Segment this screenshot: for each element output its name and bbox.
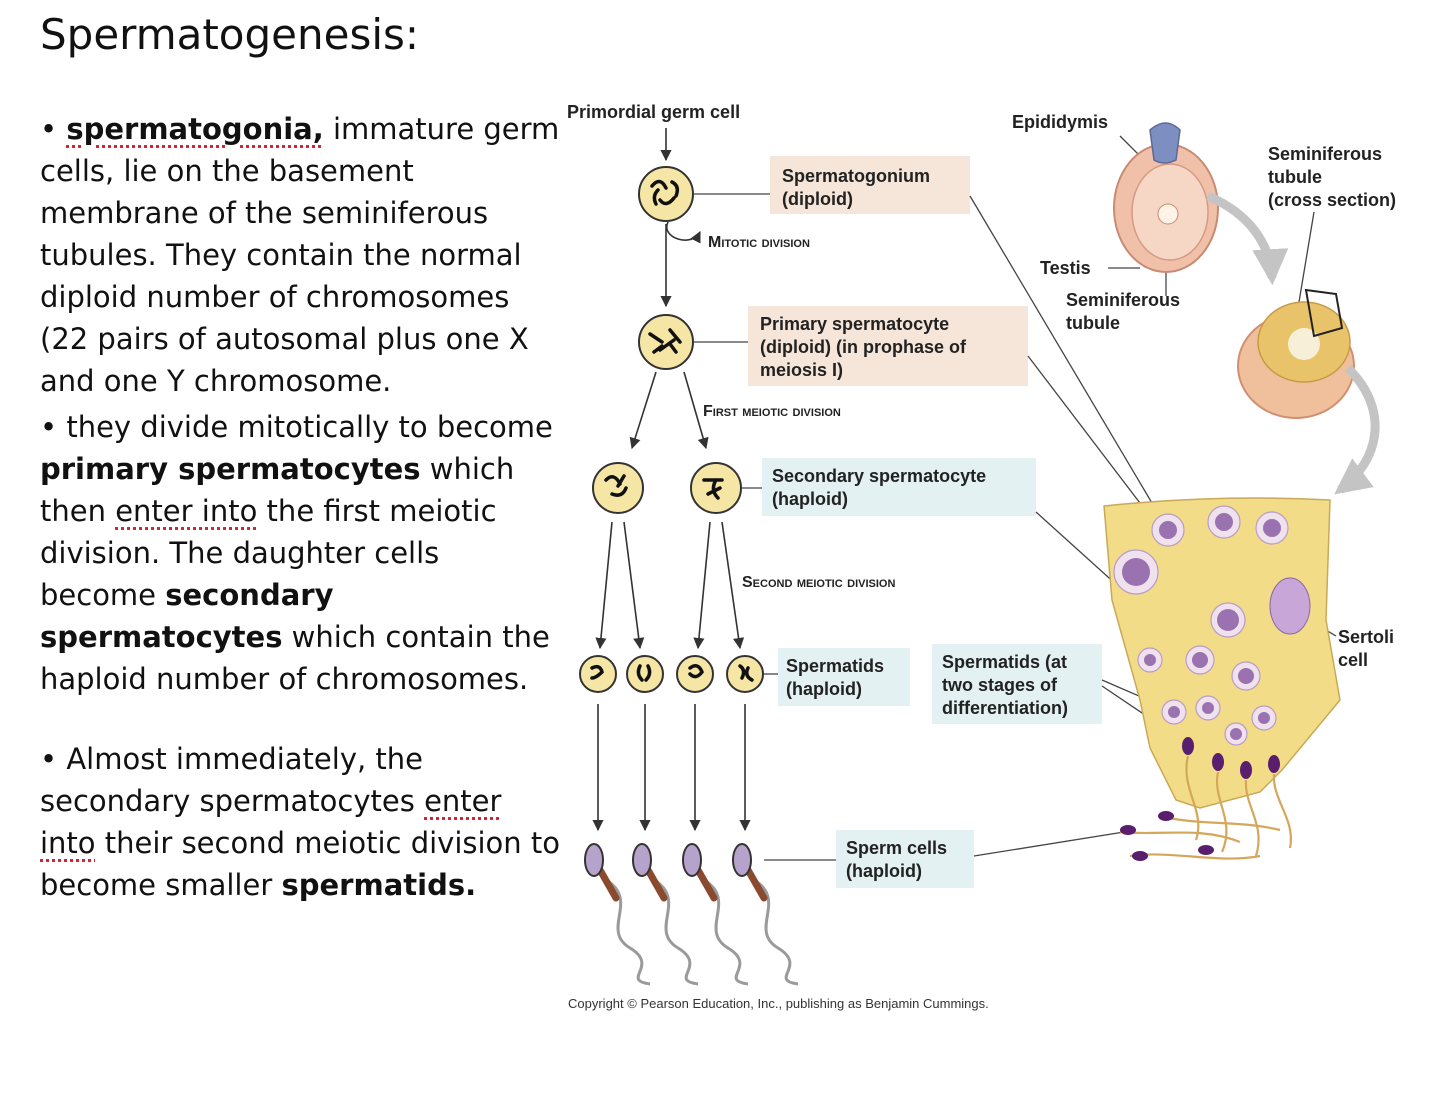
sperm-label-box [836, 830, 974, 888]
spermatids-label-2: (haploid) [786, 679, 862, 699]
spermatid-cell-2 [626, 655, 664, 693]
zoom-arrows [1206, 191, 1380, 495]
term-secondary-spermatocytes: secondary spermatocytes [40, 578, 334, 654]
sperm-cell-1 [584, 843, 651, 986]
spermatids-stages-label: Spermatids (at [942, 652, 1067, 672]
spermatogonium-label-box [770, 156, 970, 214]
secondary-spermatocyte-cell-2 [690, 462, 742, 514]
testis-label: Testis [1040, 258, 1091, 278]
bullet-spermatogonia: • spermatogonia, immature germ cells, li… [40, 112, 560, 398]
term-spermatids: spermatids. [281, 868, 477, 902]
sem-tubule-label-2: tubule [1066, 313, 1120, 333]
primordial-label: Primordial germ cell [567, 102, 740, 122]
primary-label-2: (diploid) (in prophase of [760, 337, 967, 357]
spermatogonium-label: Spermatogonium [782, 166, 930, 186]
spermatogonium-cell [638, 166, 694, 222]
sperm-label: Sperm cells [846, 838, 947, 858]
epididymis-label: Epididymis [1012, 112, 1108, 132]
sperm-cells [584, 843, 799, 986]
copyright-text: Copyright © Pearson Education, Inc., pub… [568, 996, 989, 1011]
secondary-label: Secondary spermatocyte [772, 466, 986, 486]
primary-label-box [748, 306, 1028, 386]
sertoli-label: Sertoli [1338, 627, 1394, 647]
second-meiotic-label: Second meiotic division [742, 574, 895, 591]
sperm-cell-3 [682, 843, 749, 986]
spermatids-label: Spermatids [786, 656, 884, 676]
tubule-wall-tissue [1103, 497, 1341, 861]
sertoli-label-2: cell [1338, 650, 1368, 670]
secondary-label-2: (haploid) [772, 489, 848, 509]
tubule-cross-label-2: tubule [1268, 167, 1322, 187]
chromosomes [590, 179, 754, 682]
sperm-cell-4 [732, 843, 799, 986]
mitotic-label: Mitotic division [708, 234, 810, 251]
lineage-arrows [592, 128, 751, 832]
primary-label: Primary spermatocyte [760, 314, 949, 334]
bullet-list: • spermatogonia, immature germ cells, li… [40, 108, 560, 910]
spermatids-stages-label-box [932, 644, 1102, 724]
term-primary-spermatocytes: primary spermatocytes [40, 452, 421, 486]
slide-title: Spermatogenesis: [40, 10, 420, 59]
lineage-cells [579, 166, 764, 693]
spermatid-cell-3 [676, 655, 714, 693]
spermatogonium-label-2: (diploid) [782, 189, 853, 209]
bullet-primary-secondary: • they divide mitotically to become prim… [40, 410, 553, 696]
sperm-label-2: (haploid) [846, 861, 922, 881]
spermatids-stages-label-3: differentiation) [942, 698, 1068, 718]
spermatids-stages-label-2: two stages of [942, 675, 1058, 695]
secondary-label-box [762, 458, 1036, 516]
primary-spermatocyte-cell [638, 314, 694, 370]
secondary-spermatocyte-cell-1 [592, 462, 644, 514]
sperm-cell-2 [632, 843, 699, 986]
tubule-cross-label-3: (cross section) [1268, 190, 1396, 210]
term-spermatogonia: spermatogonia, [66, 112, 324, 146]
first-meiotic-label: First meiotic division [703, 403, 841, 420]
testis-illustration [1113, 122, 1219, 273]
bullet-spermatids: • Almost immediately, the secondary sper… [40, 742, 561, 902]
tubule-cross-label: Seminiferous [1268, 144, 1382, 164]
sem-tubule-label: Seminiferous [1066, 290, 1180, 310]
tubule-cross-section [1237, 288, 1355, 419]
spermatids-label-box [778, 648, 910, 706]
primary-label-3: meiosis I) [760, 360, 843, 380]
